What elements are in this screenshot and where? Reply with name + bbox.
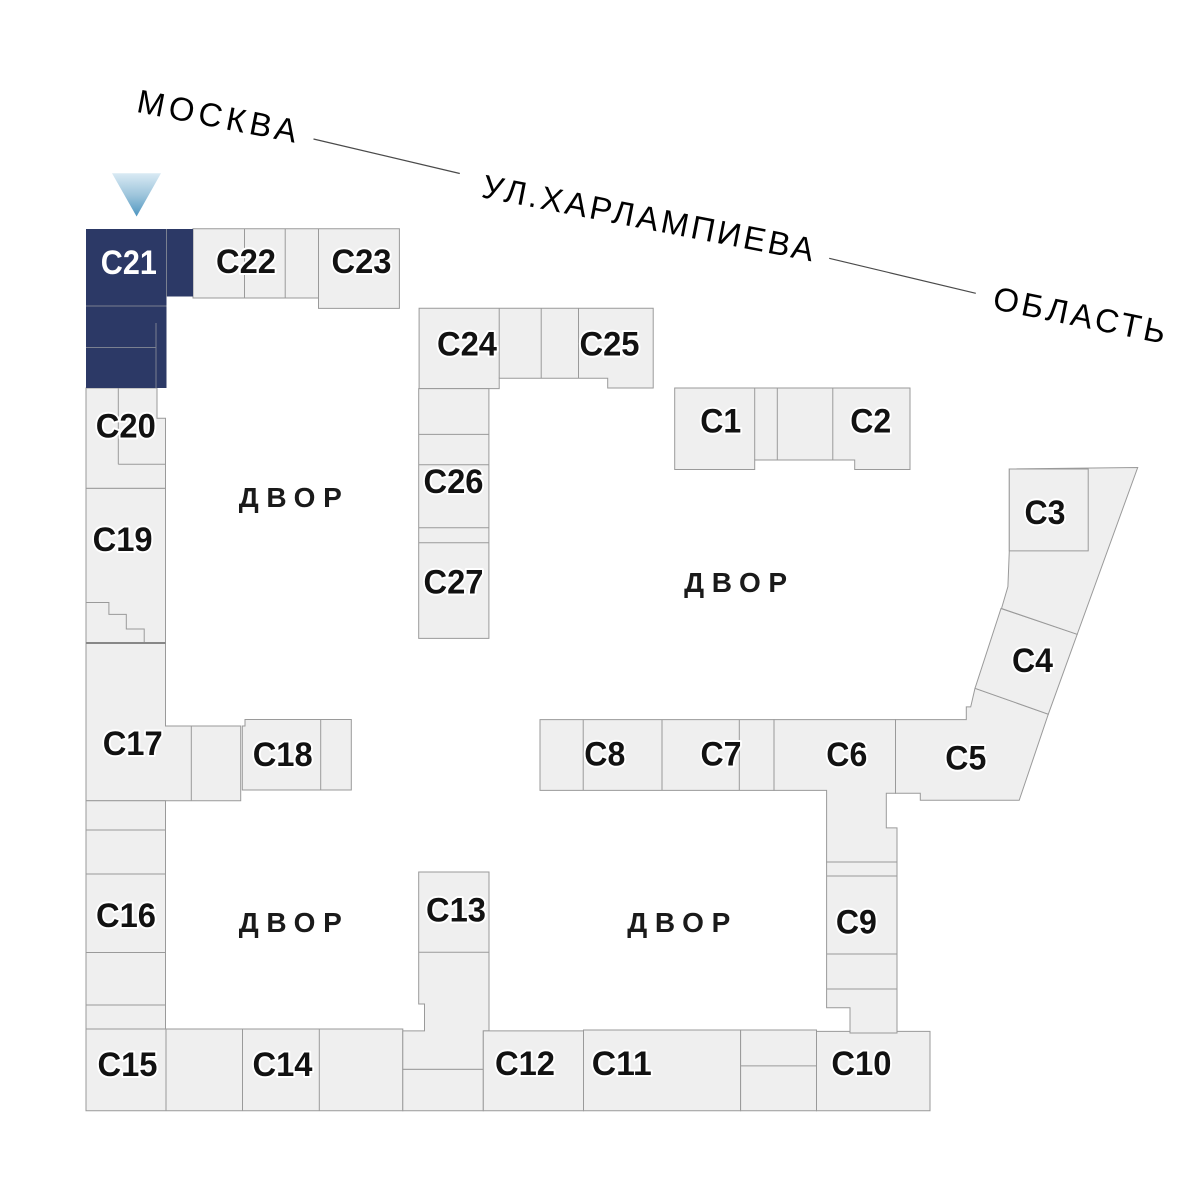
svg-text:C21: C21 [101,244,157,282]
svg-text:C8: C8 [584,736,625,774]
svg-text:C17: C17 [103,725,163,763]
svg-text:C23: C23 [332,243,392,281]
svg-text:C16: C16 [96,897,156,935]
svg-text:C3: C3 [1025,494,1066,532]
svg-text:C25: C25 [580,326,640,364]
svg-text:C15: C15 [98,1046,158,1084]
svg-text:C11: C11 [592,1045,652,1083]
svg-text:C22: C22 [216,243,276,281]
svg-text:C5: C5 [945,739,986,777]
svg-text:C14: C14 [253,1046,313,1084]
svg-text:C12: C12 [495,1045,555,1083]
svg-text:C4: C4 [1012,642,1053,680]
svg-text:C24: C24 [437,326,497,364]
svg-text:C26: C26 [424,463,484,501]
svg-text:C9: C9 [836,903,877,941]
svg-text:C20: C20 [96,407,156,445]
svg-text:C2: C2 [850,403,891,441]
svg-text:C1: C1 [700,403,741,441]
svg-text:C19: C19 [93,521,153,559]
svg-text:C27: C27 [424,563,484,601]
svg-text:C7: C7 [701,736,742,774]
svg-text:C13: C13 [426,891,486,929]
svg-text:C10: C10 [831,1045,891,1083]
svg-text:C18: C18 [253,736,313,774]
svg-text:C6: C6 [826,736,867,774]
